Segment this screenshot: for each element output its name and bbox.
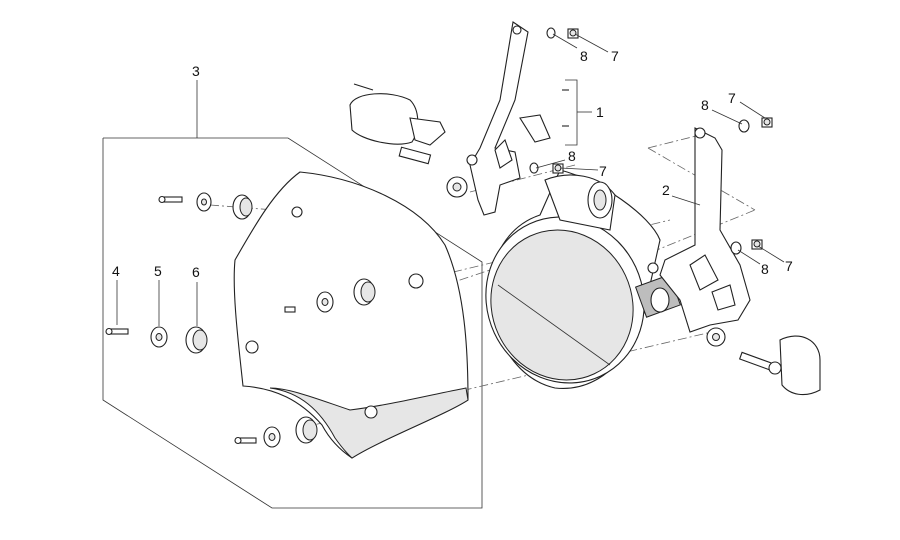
callout-7-top: 7 — [611, 48, 619, 64]
callout-7-upper-right: 7 — [728, 90, 736, 106]
mounting-bolt — [738, 335, 821, 396]
callout-8-upper-right: 8 — [701, 97, 709, 113]
nut-washer-upper-right — [738, 117, 773, 133]
callout-4: 4 — [112, 263, 120, 279]
callout-2: 2 — [662, 182, 670, 198]
callout-1: 1 — [596, 104, 604, 120]
top-left-fastener-stack — [158, 192, 253, 220]
headlamp-bracket-right — [647, 127, 751, 347]
nut-washer-mid — [529, 162, 564, 174]
callout-7-mid: 7 — [599, 163, 607, 179]
turn-indicator — [349, 83, 468, 198]
leader-lines — [116, 33, 785, 326]
callout-labels: 1 2 3 4 5 6 7 7 7 7 8 8 8 8 — [112, 48, 793, 280]
mid-fastener-stack — [284, 278, 376, 313]
nut-washer-lower-right — [730, 239, 763, 255]
headlamp-bracket-left — [466, 21, 551, 216]
callout-8-top: 8 — [580, 48, 588, 64]
callout-5: 5 — [154, 263, 162, 279]
callout-8-mid: 8 — [568, 148, 576, 164]
bottom-fastener-stack — [234, 416, 318, 448]
windscreen — [233, 171, 469, 459]
callout-6: 6 — [192, 264, 200, 280]
nut-washer-top — [546, 27, 579, 39]
callout-3: 3 — [192, 63, 200, 79]
callout-8-lower-right: 8 — [761, 261, 769, 277]
callout-7-lower-right: 7 — [785, 258, 793, 274]
left-fastener-stack — [105, 326, 208, 354]
windscreen-kit-frame — [102, 137, 483, 509]
